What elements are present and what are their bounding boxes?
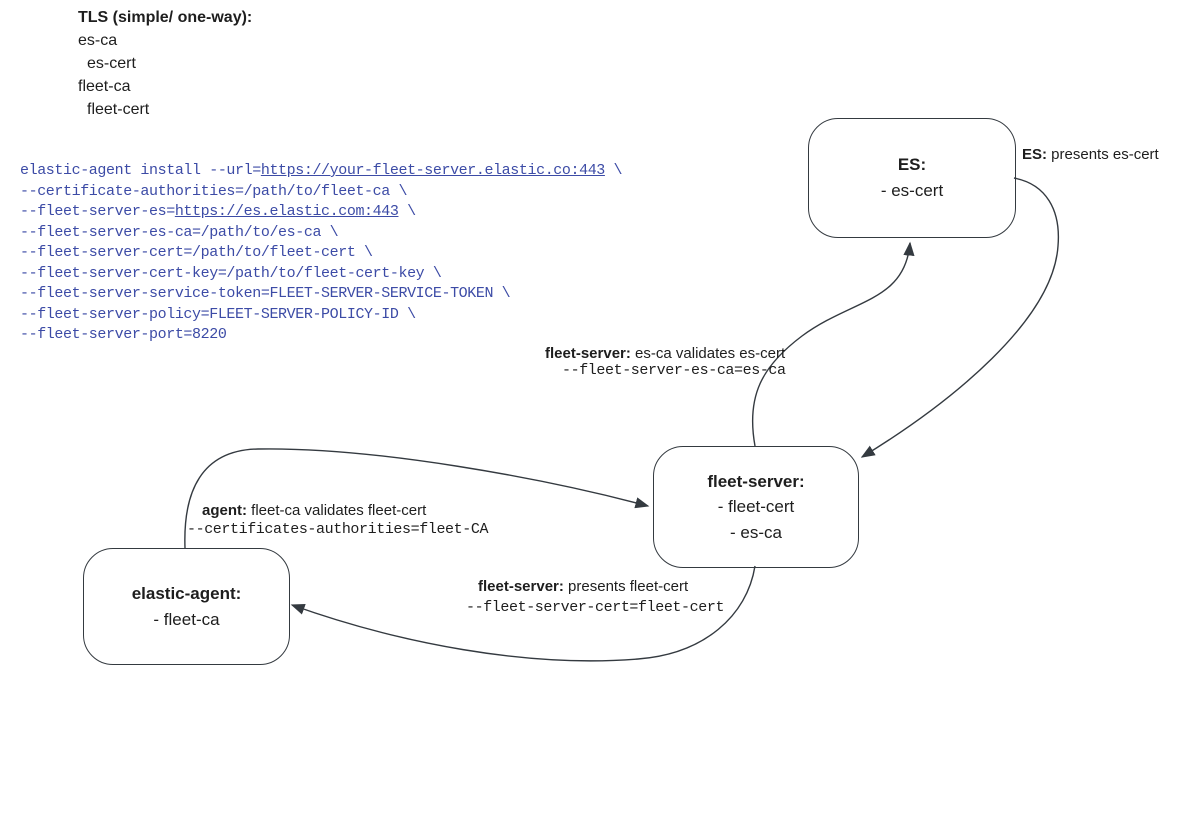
code-line: elastic-agent install --url=https://your… <box>20 161 623 182</box>
node-fleet-server-title: fleet-server: <box>707 471 805 491</box>
code-line: --fleet-server-es=https://es.elastic.com… <box>20 202 622 223</box>
label-text: es-ca validates es-cert <box>630 345 786 362</box>
tls-legend: TLS (simple/ one-way): es-ca es-cert fle… <box>78 6 252 121</box>
code-line: --fleet-server-policy=FLEET-SERVER-POLIC… <box>20 305 622 326</box>
label-fleet-server-validates: fleet-server: es-ca validates es-cert <box>545 345 785 363</box>
label-bold: ES: <box>1022 146 1048 163</box>
install-command-block: elastic-agent install --url=https://your… <box>20 161 623 346</box>
node-elastic-agent: elastic-agent: - fleet-ca <box>83 548 290 665</box>
code-text: --fleet-server-es-ca=/path/to/es-ca \ <box>20 223 339 241</box>
label-text: presents fleet-cert <box>563 578 689 595</box>
code-line: --fleet-server-cert=/path/to/fleet-cert … <box>20 243 622 264</box>
code-line: --certificate-authorities=/path/to/fleet… <box>20 182 622 203</box>
node-fleet-server: fleet-server: - fleet-cert - es-ca <box>653 446 859 568</box>
tls-legend-item: es-ca <box>78 32 118 49</box>
node-es: ES: - es-cert <box>808 118 1016 238</box>
node-es-item: - es-cert <box>880 181 944 200</box>
code-text: elastic-agent install --url= <box>20 162 261 179</box>
code-line: --fleet-server-service-token=FLEET-SERVE… <box>20 284 622 305</box>
tls-legend-item: es-cert <box>87 55 136 72</box>
node-elastic-agent-item: - fleet-ca <box>153 609 220 629</box>
code-text: --fleet-server-cert-key=/path/to/fleet-c… <box>20 264 442 282</box>
label-bold: agent: <box>202 502 247 519</box>
code-url-link[interactable]: https://es.elastic.com:443 <box>174 203 399 220</box>
label-es-presents-es-cert: ES: presents es-cert <box>1022 146 1159 164</box>
node-fleet-server-item: - es-ca <box>730 522 782 542</box>
code-text: --fleet-server-port=8220 <box>20 326 227 343</box>
tls-legend-item: fleet-cert <box>87 101 150 118</box>
code-text: \ <box>398 203 416 220</box>
label-text: fleet-ca validates fleet-cert <box>247 502 427 519</box>
code-text: --fleet-server-service-token=FLEET-SERVE… <box>20 285 511 302</box>
label-fleet-server-validates-flag: --fleet-server-es-ca=es-ca <box>562 362 786 379</box>
label-bold: fleet-server: <box>478 578 564 595</box>
code-url-link[interactable]: https://your-fleet-server.elastic.co:443 <box>260 162 605 179</box>
node-elastic-agent-title: elastic-agent: <box>131 584 242 603</box>
tls-legend-item: fleet-ca <box>78 78 131 95</box>
code-text: \ <box>604 162 623 179</box>
code-line: --fleet-server-es-ca=/path/to/es-ca \ <box>20 223 622 244</box>
label-agent-validates-flag: --certificates-authorities=fleet-CA <box>187 521 489 538</box>
code-text: --fleet-server-es= <box>20 203 175 220</box>
label-fleet-server-presents-flag: --fleet-server-cert=fleet-cert <box>466 599 725 616</box>
code-text: --fleet-server-policy=FLEET-SERVER-POLIC… <box>20 305 416 323</box>
node-es-title: ES: <box>897 155 927 174</box>
code-line: --fleet-server-port=8220 <box>20 325 622 346</box>
code-text: --certificate-authorities=/path/to/fleet… <box>20 182 408 200</box>
node-fleet-server-item: - fleet-cert <box>717 497 795 517</box>
label-agent-validates: agent: fleet-ca validates fleet-cert <box>202 502 426 520</box>
label-text: presents es-cert <box>1047 146 1159 163</box>
code-text: --fleet-server-cert=/path/to/fleet-cert … <box>20 244 373 261</box>
label-fleet-server-presents: fleet-server: presents fleet-cert <box>478 578 688 596</box>
tls-legend-title: TLS (simple/ one-way): <box>78 9 253 26</box>
code-line: --fleet-server-cert-key=/path/to/fleet-c… <box>20 264 622 285</box>
label-bold: fleet-server: <box>545 345 631 362</box>
